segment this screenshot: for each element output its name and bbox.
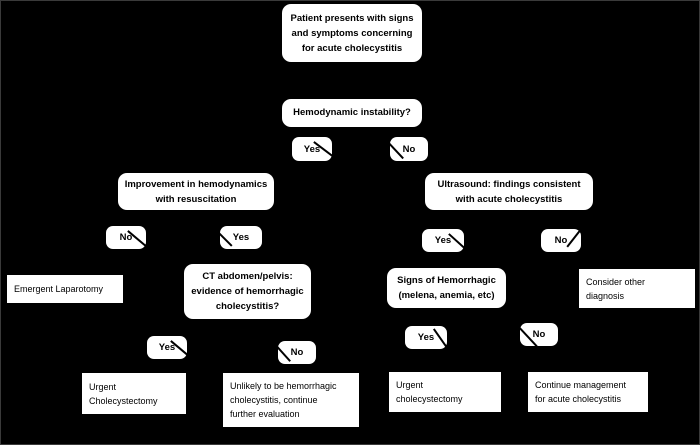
node-unlikely-hemorrhagic: Unlikely to be hemorrhagic cholecystitis… [223,373,359,427]
node-presentation-line-1: Patient presents with signs [290,12,414,24]
edge-label-improvement-yes-text: Yes [232,232,250,243]
node-ultrasound-line-1: Ultrasound: findings consistent [437,178,581,190]
node-ct-abdomen-pelvis: CT abdomen/pelvis: evidence of hemorrhag… [184,264,311,319]
node-urgent-cholecystectomy-left: Urgent Cholecystectomy [82,373,186,414]
node-urgent-cholecystectomy-right: Urgent cholecystectomy [389,372,501,412]
node-ultrasound: Ultrasound: findings consistent with acu… [425,173,593,210]
node-presentation-line-3: for acute cholecystitis [301,42,403,54]
node-unlikely-hemorrhagic-line-1: Unlikely to be hemorrhagic [230,381,337,391]
node-hemodynamic-instability: Hemodynamic instability? [282,99,422,127]
node-urgent-cholecystectomy-left-line-1: Urgent [89,381,117,392]
node-emergent-laparotomy: Emergent Laparotomy [7,275,123,303]
edge-label-ct-no-text: No [290,347,304,358]
node-urgent-cholecystectomy-right-line-1: Urgent [396,380,424,390]
node-presentation: Patient presents with signs and symptoms… [282,4,422,62]
edge-label-ultrasound-no: No [541,229,581,252]
node-ct-abdomen-pelvis-line-3: cholecystitis? [215,301,280,312]
node-improvement-hemodynamics: Improvement in hemodynamics with resusci… [118,173,274,210]
edge-label-ultrasound-no-text: No [554,235,568,246]
edge-label-instability-no-text: No [402,143,416,155]
node-continue-management: Continue management for acute cholecysti… [528,372,648,412]
edge-label-improvement-yes: Yes [220,226,262,249]
edge-label-ultrasound-yes-text: Yes [434,235,452,246]
node-ct-abdomen-pelvis-line-2: evidence of hemorrhagic [191,286,304,297]
node-continue-management-line-1: Continue management [535,380,627,390]
node-unlikely-hemorrhagic-line-3: further evaluation [230,409,300,419]
edge-label-instability-no: No [390,137,428,161]
node-urgent-cholecystectomy-left-line-2: Cholecystectomy [89,395,158,406]
node-presentation-line-2: and symptoms concerning [291,27,413,39]
edge-label-improvement-no: No [106,226,146,249]
edge-label-ct-no: No [278,341,316,364]
edge-label-instability-yes-text: Yes [303,143,321,155]
edge-label-ct-yes-text: Yes [158,342,176,353]
node-consider-other-diagnosis: Consider other diagnosis [579,269,695,308]
node-hemodynamic-instability-line-1: Hemodynamic instability? [293,107,411,118]
node-improvement-hemodynamics-line-2: with resuscitation [155,193,237,205]
node-ct-abdomen-pelvis-line-1: CT abdomen/pelvis: [202,271,293,282]
node-consider-other-diagnosis-line-2: diagnosis [586,290,625,301]
edge-label-hemorrhagic-no: No [520,323,558,346]
node-continue-management-line-2: for acute cholecystitis [535,394,622,404]
node-emergent-laparotomy-line-1: Emergent Laparotomy [14,283,104,294]
node-unlikely-hemorrhagic-line-2: cholecystitis, continue [230,395,318,405]
edge-label-hemorrhagic-no-text: No [532,329,546,340]
node-improvement-hemodynamics-line-1: Improvement in hemodynamics [124,178,268,190]
node-signs-hemorrhagic-line-2: (melena, anemia, etc) [398,290,495,301]
edge-label-hemorrhagic-yes-text: Yes [417,332,435,343]
edge-label-ultrasound-yes: Yes [422,229,464,252]
node-urgent-cholecystectomy-right-line-2: cholecystectomy [396,394,463,404]
edge-label-ct-yes: Yes [147,336,187,359]
edge-label-instability-yes: Yes [292,137,332,161]
node-ultrasound-line-2: with acute cholecystitis [455,193,563,205]
edge-label-hemorrhagic-yes: Yes [405,326,447,349]
node-signs-hemorrhagic: Signs of Hemorrhagic (melena, anemia, et… [387,268,506,308]
node-consider-other-diagnosis-line-1: Consider other [586,276,646,287]
node-signs-hemorrhagic-line-1: Signs of Hemorrhagic [397,275,496,286]
edge-label-improvement-no-text: No [119,232,133,243]
